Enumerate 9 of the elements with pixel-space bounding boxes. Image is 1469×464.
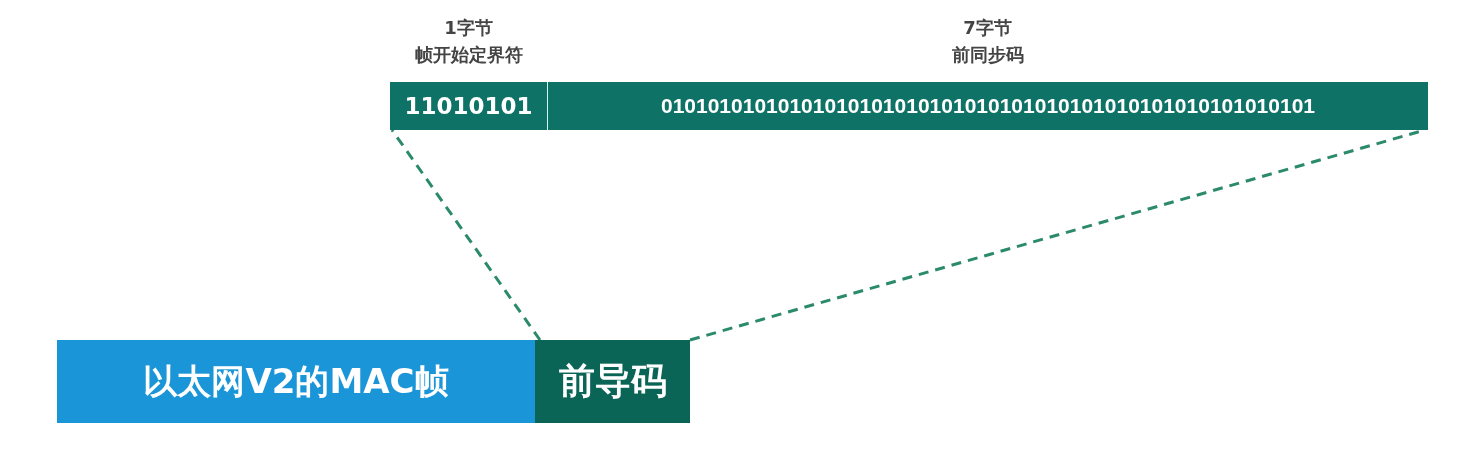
field-name-label: 帧开始定界符 [414, 43, 523, 67]
frame-field: 前导码 [535, 340, 690, 423]
bit-field: 11010101 [390, 82, 547, 130]
frame-field: 以太网V2的MAC帧 [57, 340, 535, 423]
byte-count-label: 7字节 [963, 16, 1012, 40]
field-name-label: 前同步码 [951, 43, 1024, 67]
dashed-line [390, 129, 542, 341]
bit-field: 01010101010101010101010101010101010101010101010101010101 [547, 82, 1428, 130]
byte-count-label: 1字节 [444, 16, 493, 40]
